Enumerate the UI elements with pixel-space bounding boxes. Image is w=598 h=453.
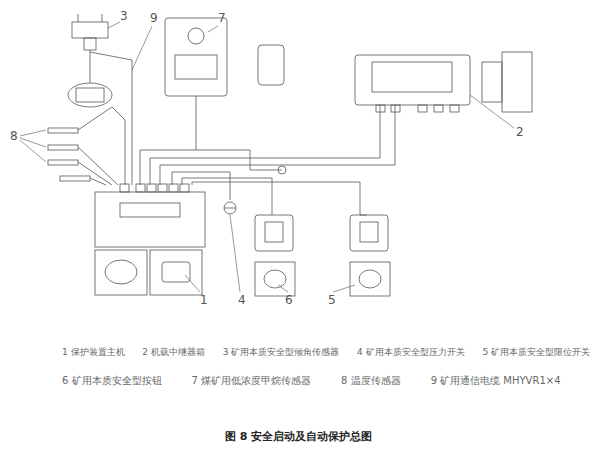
main-unit-flange: [150, 250, 202, 295]
callout-number: 8: [10, 130, 18, 142]
limit-switch-face: [360, 222, 378, 242]
cable: [90, 50, 91, 83]
callout-number: 2: [516, 126, 524, 138]
controller-window: [372, 62, 452, 92]
key-item: 6 矿用本质安全型按钮: [62, 376, 162, 386]
tilt-sensor-lug: [78, 14, 79, 22]
limit-switch-base: [350, 262, 390, 296]
callout-number: 7: [218, 12, 226, 24]
cable-glands: [120, 184, 189, 192]
methane-sensor-display: [188, 28, 204, 44]
button-face: [265, 222, 283, 242]
flange: [482, 62, 502, 102]
junction-box-lid: [76, 88, 104, 102]
methane-sensor: [165, 18, 227, 96]
button-base: [255, 262, 295, 296]
key-item: 7 煤矿用低浓度甲烷传感器: [192, 376, 312, 386]
tilt-sensor: [72, 22, 108, 38]
limit-switch-box: [350, 215, 388, 251]
leader-lines: [20, 22, 514, 292]
cable: [196, 96, 197, 150]
cables: [90, 52, 395, 215]
key-item: 1 保护装置主机: [62, 348, 125, 357]
pressure-switch: [224, 202, 236, 214]
callout-number: 3: [120, 10, 128, 22]
callout-number: 4: [238, 294, 246, 306]
tilt-sensor-base: [84, 38, 96, 50]
pressure-switch-mark: [224, 208, 236, 209]
key-item: 3 矿用本质安全型倾角传感器: [223, 348, 340, 357]
key-item: 9 矿用通信电缆 MHYVR1×4: [431, 376, 561, 386]
flange-plate: [502, 52, 532, 112]
limit-switch-base-hole: [359, 270, 381, 288]
callout-number: 5: [328, 294, 336, 306]
key-item: 4 矿用本质安全型压力开关: [357, 348, 465, 357]
callout-number: 6: [285, 294, 293, 306]
button-base-hole: [264, 270, 286, 288]
methane-sensor-window: [175, 55, 217, 79]
main-unit-flange: [95, 250, 147, 295]
main-unit-window: [105, 260, 137, 284]
temperature-sensors: [48, 107, 118, 185]
key-item: 8 温度传感器: [341, 376, 401, 386]
figure-caption: 图 8 安全启动及自动保护总图: [225, 431, 372, 442]
main-unit-panel: [120, 203, 180, 217]
cable-plug: [278, 166, 286, 174]
callout-number: 9: [150, 12, 158, 24]
button-box: [255, 215, 293, 251]
callout-number: 1: [200, 294, 208, 306]
key-item: 5 矿用本质安全型限位开关: [482, 348, 590, 357]
main-unit-window: [162, 262, 190, 282]
main-unit: [95, 192, 205, 247]
controller-box: [355, 55, 470, 105]
controller-glands: [376, 105, 459, 112]
key-item: 2 机载中继器箱: [142, 348, 205, 357]
sensor-head: [258, 45, 284, 85]
tilt-sensor-lug: [102, 14, 103, 22]
junction-box: [68, 83, 112, 107]
